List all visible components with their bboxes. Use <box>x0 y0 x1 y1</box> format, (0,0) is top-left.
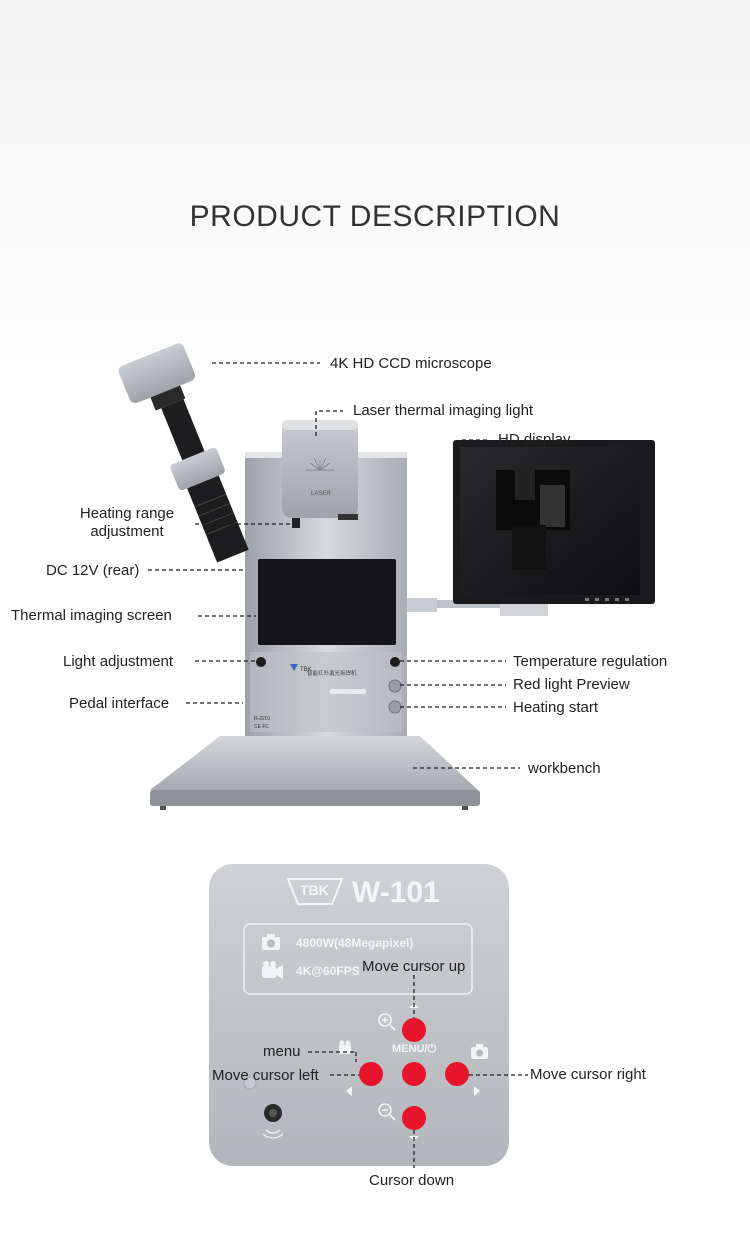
camera-model: W-101 <box>352 876 440 909</box>
cursor-right-button[interactable] <box>445 1062 469 1086</box>
spec-box <box>243 923 473 995</box>
label-cursor-down: Cursor down <box>369 1172 455 1189</box>
label-microscope: 4K HD CCD microscope <box>330 355 492 372</box>
light-knob <box>256 657 266 667</box>
label-pedal-interface: Pedal interface <box>69 695 170 712</box>
arrow-left-icon <box>346 1086 352 1096</box>
camera-back-plate <box>209 864 509 1166</box>
workbench-edge <box>150 790 480 806</box>
camera-leader-lines <box>308 975 528 1168</box>
photo-mode-icon <box>471 1044 488 1059</box>
label-cursor-up: Move cursor up <box>362 958 466 975</box>
label-light-adjustment: Light adjustment <box>63 653 174 670</box>
zoom-in-icon <box>378 1013 396 1031</box>
tbk-logo-text: TBK <box>300 667 312 673</box>
tbk-logo-mark <box>290 664 298 671</box>
laser-label-text: LASER <box>311 491 331 497</box>
machine-leader-lines <box>148 362 520 769</box>
cert-marks-text: CE FC <box>254 724 269 730</box>
camera-control-panel <box>209 864 509 1166</box>
spec-photo: 4800W(48Megapixel) <box>296 936 414 950</box>
label-workbench: workbench <box>528 760 601 777</box>
cursor-down-button[interactable] <box>402 1106 426 1130</box>
label-menu: menu <box>263 1043 301 1060</box>
microscope-camera <box>118 343 196 404</box>
tbk-logo-shield <box>286 878 344 905</box>
red-light-button <box>388 679 402 693</box>
signal-icon <box>262 1129 284 1139</box>
zoom-out-icon <box>378 1103 396 1121</box>
cursor-up-button[interactable] <box>402 1018 426 1042</box>
microscope <box>118 343 249 563</box>
heating-range-knob <box>292 518 300 528</box>
thermal-imaging-screen <box>258 559 396 645</box>
label-dc-power: DC 12V (rear) <box>46 562 140 579</box>
camera-brand: TBK <box>300 882 329 898</box>
monitor-arm-clamp <box>407 598 437 612</box>
label-thermal-screen: Thermal imaging screen <box>11 607 172 624</box>
model-code-text: R-2201 <box>254 716 271 722</box>
label-heating-range: Heating range adjustment <box>79 505 175 540</box>
label-laser-light: Laser thermal imaging light <box>353 402 534 419</box>
workbench-plate <box>150 736 478 790</box>
heating-start-button <box>388 700 402 714</box>
arrow-right-icon <box>474 1086 480 1096</box>
label-cursor-left: Move cursor left <box>212 1067 319 1084</box>
video-mode-icon <box>339 1040 351 1054</box>
label-cursor-right: Move cursor right <box>530 1066 646 1083</box>
camera-icon <box>262 934 280 950</box>
menu-power-text: MENU/⏻ <box>392 1043 437 1055</box>
video-icon <box>262 961 283 979</box>
menu-button[interactable] <box>402 1062 426 1086</box>
temperature-knob <box>390 657 400 667</box>
page-title: PRODUCT DESCRIPTION <box>189 200 561 233</box>
label-heating-start: Heating start <box>513 699 599 716</box>
label-red-light-preview: Red light Preview <box>513 676 630 693</box>
cursor-left-button[interactable] <box>359 1062 383 1086</box>
soldering-machine: TBK 智能红外激光拆焊机 R-2201 CE FC LASER <box>118 343 655 810</box>
label-temperature-regulation: Temperature regulation <box>513 653 668 670</box>
svg-text:智能红外激光拆焊机: 智能红外激光拆焊机 <box>307 669 357 677</box>
label-hd-display: HD display <box>498 431 571 448</box>
spec-video: 4K@60FPS <box>296 964 360 978</box>
